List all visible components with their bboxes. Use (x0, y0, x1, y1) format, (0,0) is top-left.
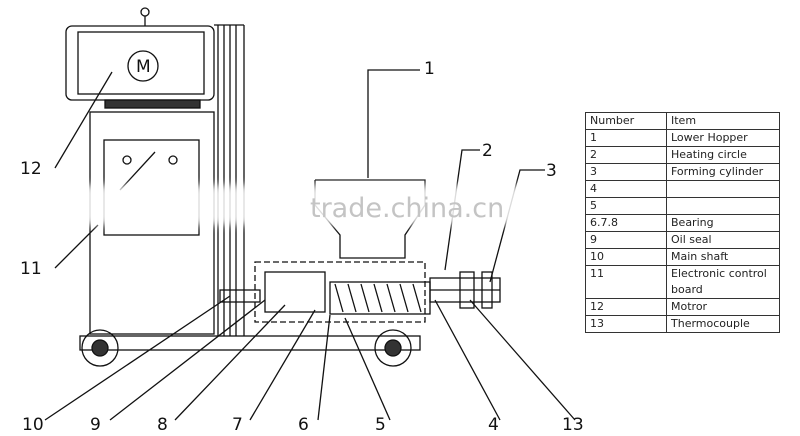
row-number: 5 (585, 197, 667, 215)
row-item: Motror (666, 298, 780, 316)
label-7: 7 (232, 415, 243, 435)
watermark: trade.china.cn (310, 193, 505, 224)
label-6: 6 (298, 415, 309, 435)
motor-symbol: M (136, 57, 151, 77)
row-item (666, 197, 780, 215)
wheel-left (81, 329, 119, 367)
row-item: Forming cylinder (666, 163, 780, 181)
row-number: 13 (585, 315, 667, 333)
label-10: 10 (22, 415, 44, 435)
label-4: 4 (488, 415, 499, 435)
row-number: 12 (585, 298, 667, 316)
label-8: 8 (157, 415, 168, 435)
row-number: 1 (585, 129, 667, 147)
part-labels: 1 2 3 4 5 6 7 8 9 10 11 12 13 (20, 59, 584, 435)
row-item: Lower Hopper (666, 129, 780, 147)
label-9: 9 (90, 415, 101, 435)
label-12: 12 (20, 159, 42, 179)
label-5: 5 (375, 415, 386, 435)
row-number: 3 (585, 163, 667, 181)
wheel-right (374, 329, 412, 367)
row-item: Thermocouple (666, 315, 780, 333)
row-item (666, 180, 780, 198)
row-number: 11 (585, 265, 667, 299)
blur-band (0, 185, 575, 225)
row-number: 2 (585, 146, 667, 164)
vertical-rails (214, 24, 245, 336)
row-number: 10 (585, 248, 667, 266)
label-2: 2 (482, 141, 493, 161)
label-11: 11 (20, 259, 42, 279)
row-item: Bearing (666, 214, 780, 232)
leader-lines (44, 69, 576, 421)
label-13: 13 (562, 415, 584, 435)
motor: M (65, 7, 215, 109)
row-item: Electronic control board (666, 265, 780, 299)
label-3: 3 (546, 161, 557, 181)
row-item: Oil seal (666, 231, 780, 249)
row-item: Main shaft (666, 248, 780, 266)
base (79, 335, 421, 351)
header-number: Number (585, 112, 667, 130)
label-1: 1 (424, 59, 435, 79)
barrel (219, 261, 501, 323)
row-number: 6.7.8 (585, 214, 667, 232)
row-item: Heating circle (666, 146, 780, 164)
header-item: Item (666, 112, 780, 130)
row-number: 4 (585, 180, 667, 198)
row-number: 9 (585, 231, 667, 249)
